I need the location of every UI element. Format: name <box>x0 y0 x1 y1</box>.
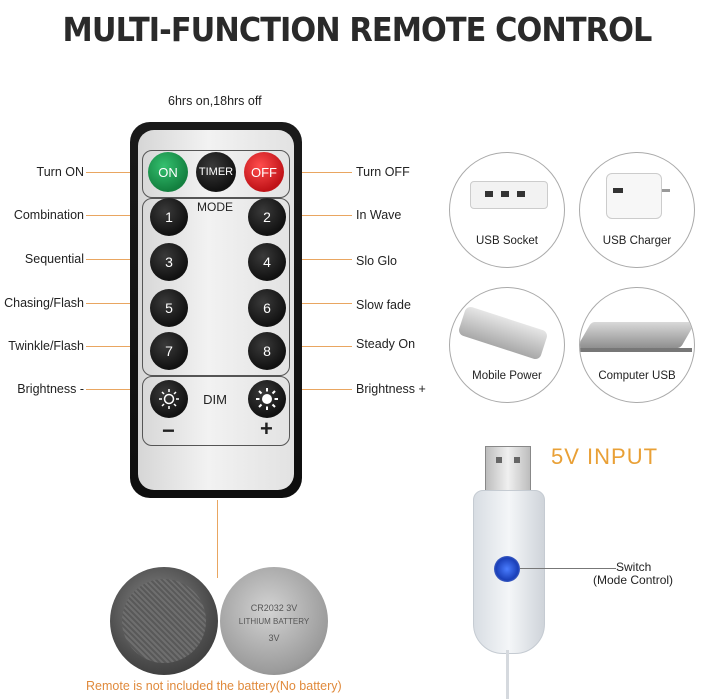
off-button[interactable]: OFF <box>244 152 284 192</box>
plus-label: + <box>260 416 273 441</box>
computer-usb-circle: Computer USB <box>579 287 695 403</box>
battery-text-type: LITHIUM BATTERY <box>238 617 310 626</box>
mode-6-button[interactable]: 6 <box>248 289 286 327</box>
usb-socket-circle: USB Socket <box>449 152 565 268</box>
leader-line <box>284 259 352 260</box>
mode-1-button[interactable]: 1 <box>150 198 188 236</box>
leader-line <box>86 303 150 304</box>
leader-line <box>86 389 150 390</box>
mode-4-button[interactable]: 4 <box>248 243 286 281</box>
timer-note: 6hrs on,18hrs off <box>168 94 262 108</box>
label-slow-fade: Slow fade <box>356 298 411 312</box>
page-title: MULTI-FUNCTION REMOTE CONTROL <box>62 10 653 49</box>
usb-socket-label: USB Socket <box>476 235 538 247</box>
switch-leader-line <box>520 568 616 569</box>
leader-line <box>284 346 352 347</box>
battery-text-model: CR2032 3V <box>250 603 298 613</box>
input-label: 5V INPUT <box>551 444 659 469</box>
leader-line <box>86 346 150 347</box>
leader-line <box>290 172 352 173</box>
usb-socket-icon <box>470 181 548 209</box>
label-turn-off: Turn OFF <box>356 165 410 179</box>
label-slo-glo: Slo Glo <box>356 254 397 268</box>
label-brightness-plus: Brightness + <box>356 382 426 396</box>
mode-8-button[interactable]: 8 <box>248 332 286 370</box>
leader-line <box>284 215 352 216</box>
label-steady-on: Steady On <box>356 337 416 351</box>
leader-line <box>284 303 352 304</box>
computer-usb-label: Computer USB <box>598 370 676 382</box>
label-combination: Combination <box>13 208 84 222</box>
dim-label: DIM <box>203 392 227 407</box>
battery-text-voltage: 3V <box>268 633 280 643</box>
label-sequential: Sequential <box>24 252 84 266</box>
switch-sub-label: (Mode Control) <box>593 573 674 587</box>
mode-7-button[interactable]: 7 <box>150 332 188 370</box>
sun-dim-icon <box>159 389 179 409</box>
label-in-wave: In Wave <box>356 208 402 222</box>
label-chasing-flash: Chasing/Flash <box>4 296 84 310</box>
mode-panel <box>142 198 290 376</box>
leader-line <box>284 389 352 390</box>
label-turn-on: Turn ON <box>36 165 84 179</box>
timer-button[interactable]: TIMER <box>196 152 236 192</box>
mode-label: MODE <box>197 200 233 214</box>
leader-line <box>86 215 150 216</box>
mode-5-button[interactable]: 5 <box>150 289 188 327</box>
laptop-icon <box>580 322 694 348</box>
label-twinkle-flash: Twinkle/Flash <box>8 339 84 353</box>
battery-back <box>110 567 218 675</box>
on-button[interactable]: ON <box>148 152 188 192</box>
mobile-power-circle: Mobile Power <box>449 287 565 403</box>
leader-line-battery <box>217 500 218 578</box>
mode-2-button[interactable]: 2 <box>248 198 286 236</box>
brightness-down-button[interactable] <box>150 380 188 418</box>
mode-3-button[interactable]: 3 <box>150 243 188 281</box>
usb-charger-circle: USB Charger <box>579 152 695 268</box>
battery-front: CR2032 3V LITHIUM BATTERY 3V <box>220 567 328 675</box>
footer-note: Remote is not included the battery(No ba… <box>86 679 342 693</box>
mode-switch-button[interactable] <box>494 556 520 582</box>
switch-label: Switch <box>616 560 652 574</box>
power-bank-icon <box>457 305 549 361</box>
remote-face: ON TIMER OFF MODE 1 2 3 4 5 6 7 8 <box>138 130 294 490</box>
leader-line <box>86 172 142 173</box>
usb-charger-icon <box>606 173 662 219</box>
power-panel <box>142 150 290 198</box>
minus-label: − <box>162 418 175 443</box>
dim-panel <box>142 376 290 446</box>
usb-charger-label: USB Charger <box>602 235 672 247</box>
usb-plug-icon <box>485 446 531 496</box>
label-brightness-minus: Brightness - <box>17 382 84 396</box>
mobile-power-label: Mobile Power <box>472 370 542 382</box>
brightness-up-button[interactable] <box>248 380 286 418</box>
sun-bright-icon <box>256 388 278 410</box>
cable <box>506 650 509 699</box>
leader-line <box>86 259 150 260</box>
